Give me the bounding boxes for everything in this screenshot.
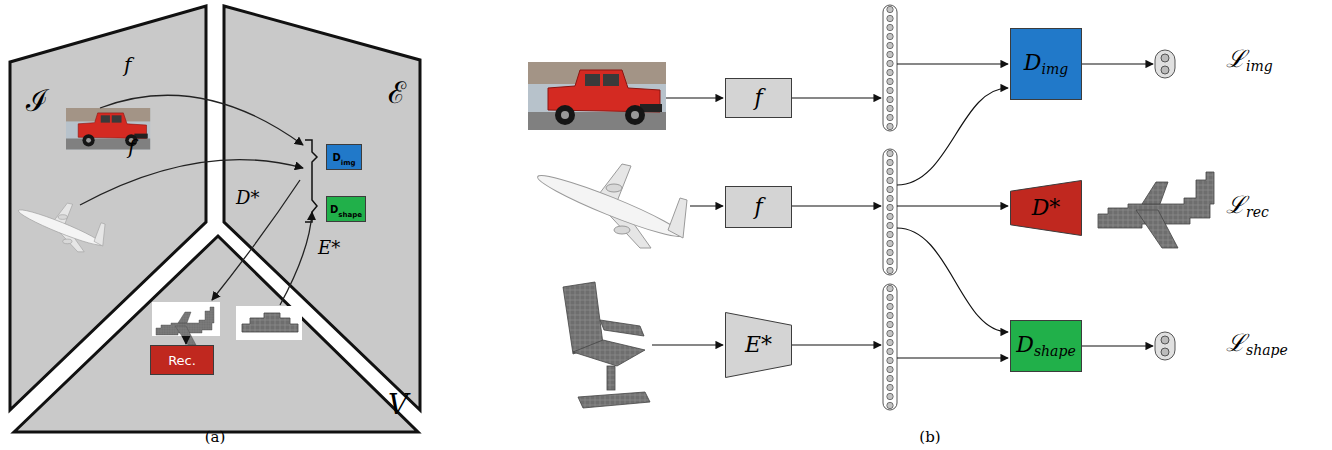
subscript: img bbox=[1041, 61, 1068, 77]
arrow-label: E* bbox=[318, 238, 340, 258]
shape-encoder-trapezoid: E* bbox=[725, 312, 792, 378]
panel-caption: (b) bbox=[919, 428, 940, 446]
subscript: shape bbox=[1034, 343, 1076, 359]
voxel-chair bbox=[563, 282, 650, 408]
subscript: img bbox=[1246, 58, 1273, 74]
arrow-label: f bbox=[124, 54, 131, 76]
image-discriminator-box: Dimg bbox=[326, 144, 362, 170]
bracket bbox=[305, 140, 317, 222]
arrow-label: D* bbox=[236, 188, 259, 208]
node-label: f bbox=[754, 85, 762, 110]
car-photo bbox=[66, 108, 150, 149]
reconstruction-arrow bbox=[185, 336, 186, 344]
loss-label: ℒshape bbox=[1226, 330, 1288, 359]
node-label: Rec. bbox=[168, 353, 196, 368]
subscript: shape bbox=[338, 211, 362, 219]
reconstruction-box: Rec. bbox=[150, 345, 214, 375]
node-label: D bbox=[1024, 50, 1042, 75]
arrow-label: E* bbox=[318, 237, 340, 258]
voxel-frame bbox=[236, 306, 302, 340]
decoder-trapezoid: D* bbox=[1010, 180, 1082, 236]
label-group: Dimg bbox=[332, 147, 355, 168]
feature-vector bbox=[883, 5, 897, 131]
node-label: D bbox=[1016, 332, 1034, 357]
trapezoid-fill bbox=[726, 313, 792, 378]
panel-caption: (b) bbox=[919, 428, 940, 446]
panel-caption: (a) bbox=[205, 428, 226, 446]
loss-label: ℒimg bbox=[1226, 46, 1273, 75]
arrow-label: D* bbox=[236, 187, 259, 208]
panel-caption: (a) bbox=[205, 428, 226, 446]
node-label: D bbox=[330, 204, 338, 215]
decoder-arrow bbox=[212, 180, 300, 300]
arrow-label: f bbox=[128, 136, 135, 158]
label-group: Dimg bbox=[1024, 51, 1068, 78]
airplane-render bbox=[534, 164, 687, 248]
space-symbol: ℐ bbox=[26, 84, 48, 117]
label-group: E* bbox=[745, 333, 772, 357]
encoder-box: f bbox=[725, 186, 792, 228]
arrow-label: f bbox=[128, 135, 135, 159]
label-group: Rec. bbox=[168, 351, 196, 369]
image-discriminator-box: Dimg bbox=[1010, 28, 1082, 100]
subscript: rec bbox=[1246, 204, 1269, 220]
mapping-arrow bbox=[80, 160, 303, 205]
space-symbol: V bbox=[388, 390, 408, 421]
loss-label: ℒrec bbox=[1226, 192, 1269, 221]
loss-label: ℒ bbox=[1226, 45, 1246, 73]
label-group: f bbox=[754, 195, 762, 219]
loss-label: ℒ bbox=[1226, 191, 1246, 219]
label-group: Dshape bbox=[1016, 333, 1075, 360]
voxel-airplane bbox=[156, 307, 214, 345]
encoder-arrow bbox=[280, 212, 312, 305]
arrow-label: f bbox=[124, 53, 131, 77]
node-label: D bbox=[332, 152, 340, 163]
output-unit bbox=[1155, 50, 1175, 78]
label-group: Dshape bbox=[330, 199, 362, 220]
shape-discriminator-box: Dshape bbox=[1010, 320, 1082, 372]
voxel-car bbox=[242, 313, 298, 332]
shape-discriminator-box: Dshape bbox=[326, 196, 366, 222]
label-group: D* bbox=[1032, 196, 1061, 220]
subscript: img bbox=[341, 159, 356, 167]
voxel-plane bbox=[14, 236, 418, 432]
loss-label: ℒ bbox=[1226, 329, 1246, 357]
voxel-airplane bbox=[1098, 172, 1214, 248]
car-photo bbox=[528, 62, 666, 130]
node-label: E* bbox=[745, 332, 772, 357]
trapezoid-fill bbox=[1011, 181, 1082, 236]
subscript: shape bbox=[1246, 342, 1288, 358]
node-label: f bbox=[754, 194, 762, 219]
space-symbol: V bbox=[388, 388, 408, 421]
space-symbol: ℰ bbox=[388, 75, 406, 110]
feature-vector bbox=[883, 149, 897, 275]
output-unit bbox=[1155, 332, 1175, 360]
airplane-render bbox=[16, 203, 105, 252]
label-group: f bbox=[754, 86, 762, 110]
node-label: D* bbox=[1032, 195, 1061, 220]
feature-vector bbox=[883, 284, 897, 410]
space-symbol: ℰ bbox=[388, 76, 406, 109]
space-symbol: ℐ bbox=[26, 83, 48, 118]
encoder-box: f bbox=[725, 78, 792, 118]
